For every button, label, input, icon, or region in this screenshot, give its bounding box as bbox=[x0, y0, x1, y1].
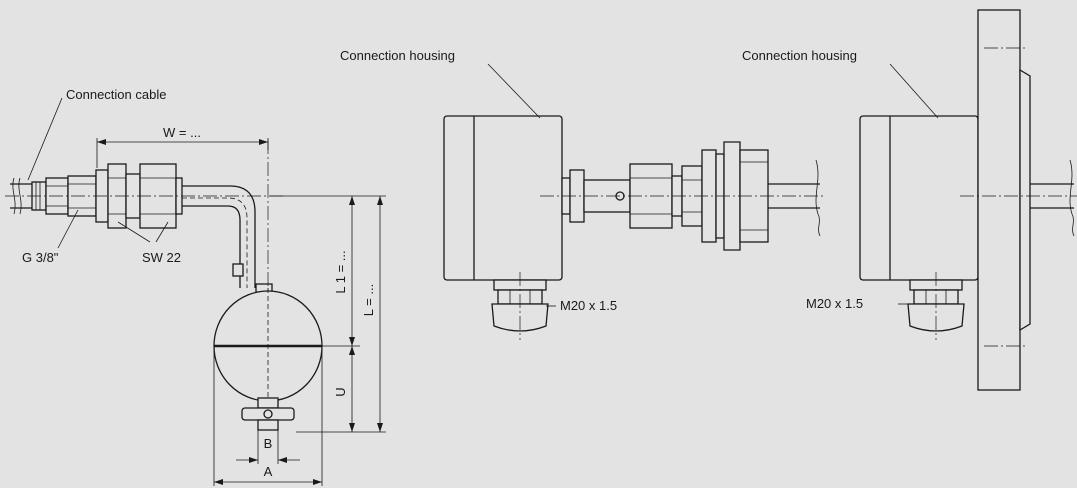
wrench-size-label: SW 22 bbox=[142, 250, 181, 265]
bent-tube bbox=[182, 185, 256, 288]
middle-housing-label: Connection housing bbox=[340, 48, 455, 63]
dim-u-label: U bbox=[333, 387, 348, 396]
dim-l-label: L = ... bbox=[361, 284, 376, 316]
right-view-flange: Connection housing M20 x 1.5 bbox=[742, 9, 1077, 391]
middle-view-housing: Connection housing M20 x 1.5 bbox=[340, 48, 826, 340]
right-gland-label: M20 x 1.5 bbox=[806, 296, 863, 311]
connection-cable-label: Connection cable bbox=[66, 87, 166, 102]
thread-label: G 3/8" bbox=[22, 250, 59, 265]
float-ball bbox=[213, 283, 323, 431]
hex-nut-sw22 bbox=[95, 163, 183, 229]
dim-l1-label: L 1 = ... bbox=[333, 250, 348, 293]
dim-b-label: B bbox=[264, 436, 273, 451]
middle-gland-label: M20 x 1.5 bbox=[560, 298, 617, 313]
right-housing-label: Connection housing bbox=[742, 48, 857, 63]
dim-w-label: W = ... bbox=[163, 125, 201, 140]
dim-a-label: A bbox=[264, 464, 273, 479]
left-view-float-switch: W = ... L 1 = ... L = ... U B A Connecti… bbox=[5, 87, 386, 486]
